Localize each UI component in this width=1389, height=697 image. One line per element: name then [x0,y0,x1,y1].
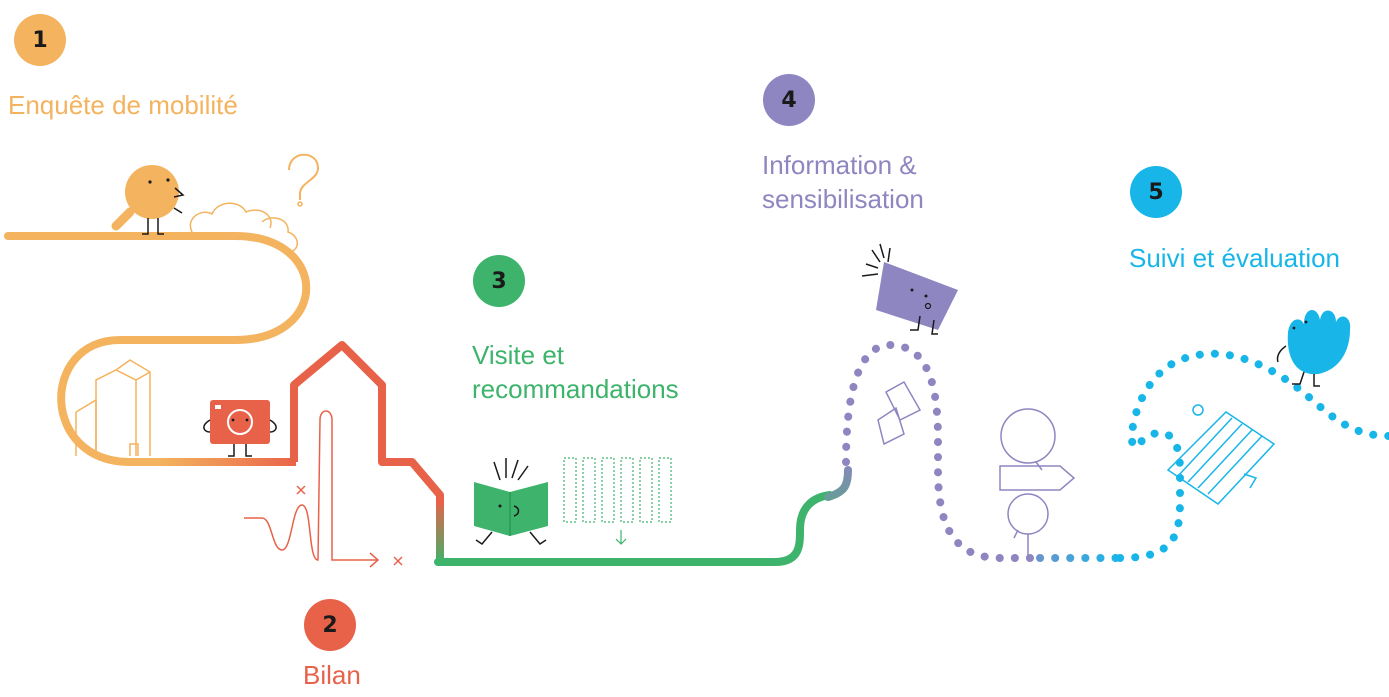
path-segment-visit [434,491,834,566]
step-3-label-line-1: Visite et [472,340,565,370]
journey-path [4,232,1389,566]
papers-icon [877,380,922,446]
step-1: 1 [14,14,66,66]
path-segment-awareness [842,340,1044,562]
step-4-number: 4 [781,87,797,113]
step-4: 4 [763,74,815,126]
step-5-number: 5 [1148,179,1164,205]
dotted-columns-icon [563,457,672,545]
signpost-icon [999,408,1076,556]
hand-character-icon [1276,309,1351,387]
house-outline-icon [75,359,151,456]
path-segment-assessment [290,341,444,510]
step-5: 5 [1130,166,1182,218]
step-4-label: Information & sensibilisation [762,148,924,216]
cloud-icon [189,202,298,253]
step-5-badge: 5 [1130,166,1182,218]
step-3-label-line-2: recommandations [472,374,679,404]
question-mark-icon [288,153,320,207]
megaphone-character-icon [861,243,958,335]
step-2-number: 2 [322,612,338,638]
book-character-icon [474,458,548,545]
step-3: 3 [473,255,525,307]
step-4-badge: 4 [763,74,815,126]
step-1-number: 1 [32,27,48,53]
step-3-number: 3 [491,268,507,294]
step-1-badge: 1 [14,14,66,66]
path-segment-survey [4,232,311,466]
step-2-label: Bilan [303,660,361,690]
magnifier-character-icon [111,165,185,235]
bike-rack-icon [1166,404,1276,505]
step-3-label: Visite et recommandations [472,338,679,406]
wandering-arrow-icon [244,410,403,568]
step-1-label: Enquête de mobilité [8,90,238,120]
step-5-label: Suivi et évaluation [1129,243,1341,273]
path-segment-monitoring [1116,349,1389,562]
step-3-badge: 3 [473,255,525,307]
camera-character-icon [203,400,277,457]
step-2: 2 [304,599,356,651]
step-4-label-line-2: sensibilisation [762,184,924,214]
step-4-label-line-1: Information & [762,150,917,180]
step-2-badge: 2 [304,599,356,651]
